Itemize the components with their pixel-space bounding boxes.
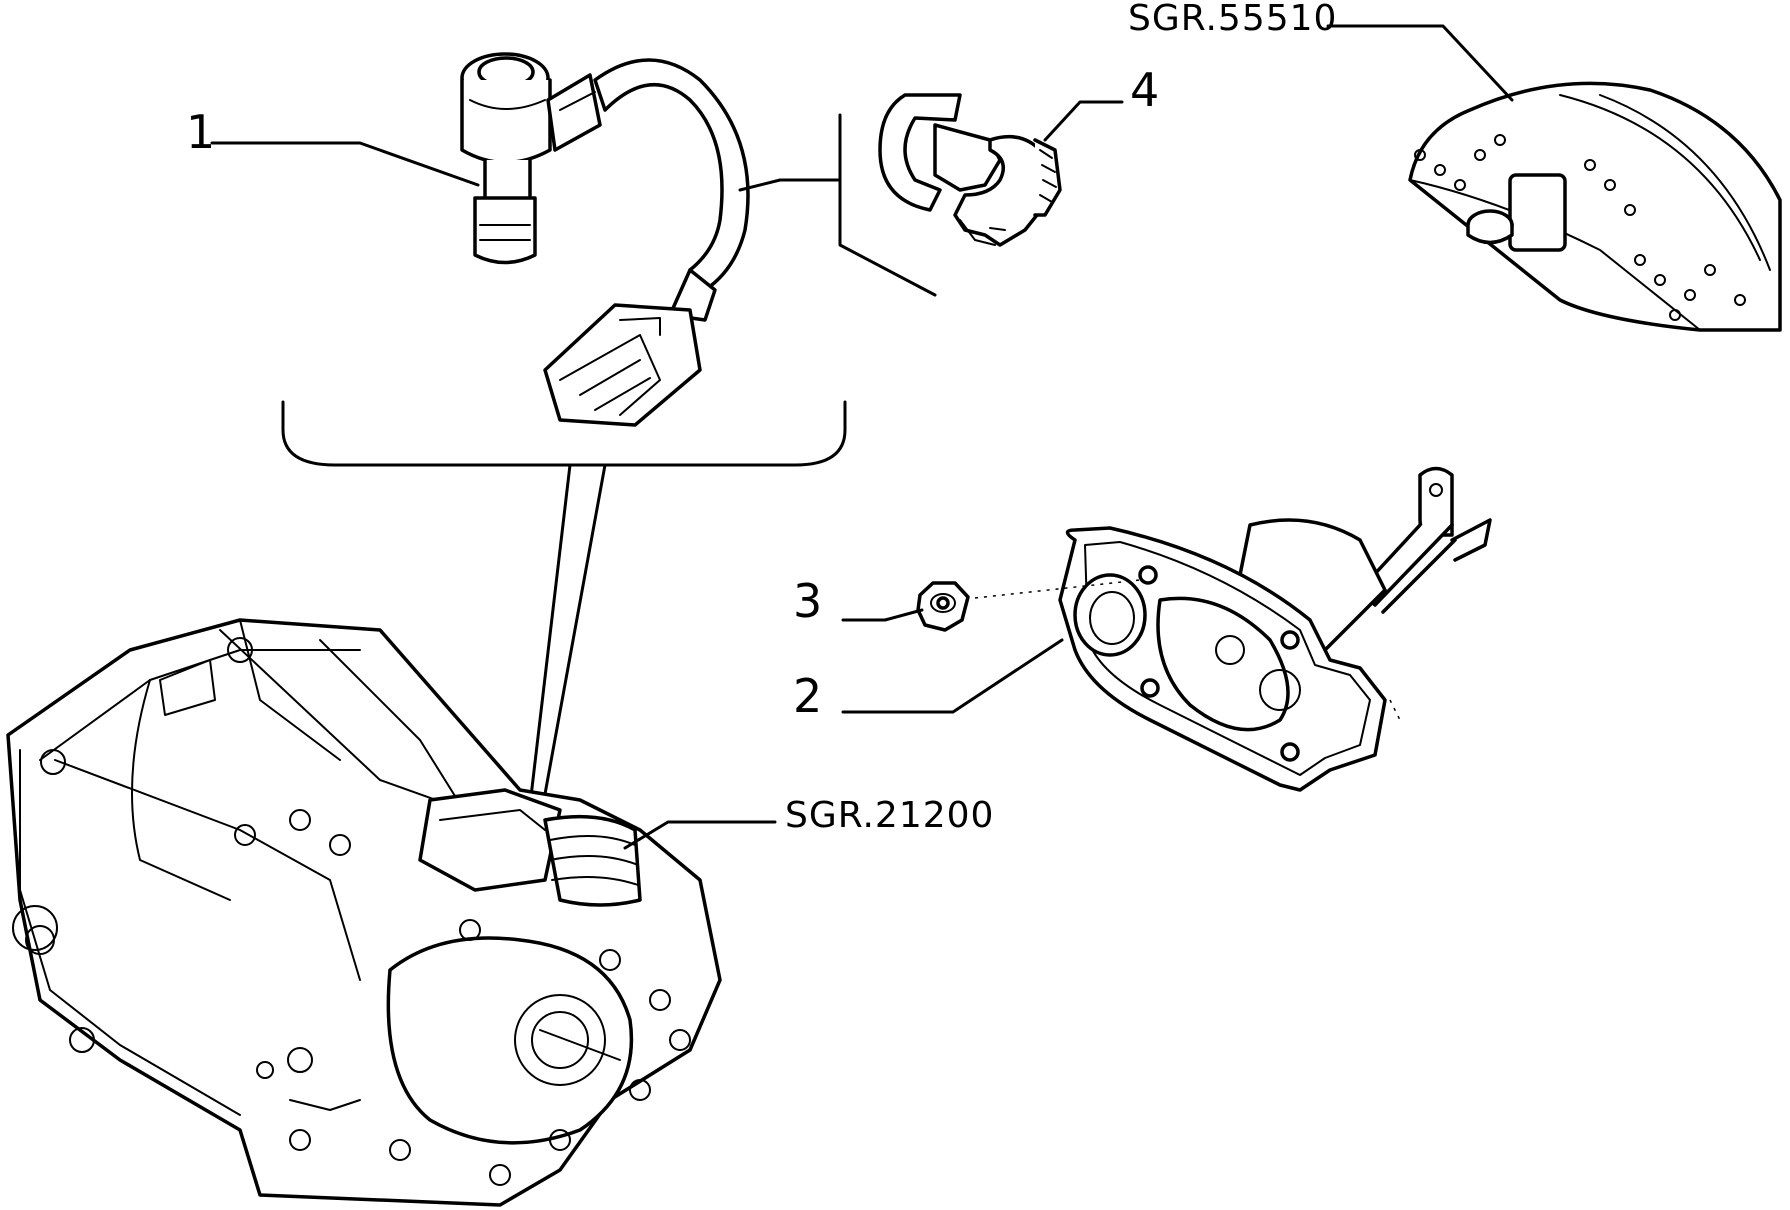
- clamp-part-4[interactable]: [878, 93, 1062, 247]
- ref-gearbox-leader: [623, 820, 777, 850]
- gearbox-reference: [6, 618, 722, 1207]
- group-bracket: [778, 113, 937, 297]
- ref-gearbox-label: SGR.21200: [785, 795, 994, 836]
- group-bracket-cable: [738, 178, 782, 192]
- detail-pointer: [528, 463, 607, 807]
- speed-sensor-part-1[interactable]: [460, 52, 750, 427]
- sender-plate-part-2[interactable]: [974, 466, 1492, 792]
- callout-4-label: 4: [1130, 63, 1159, 117]
- callout-2-label: 2: [793, 669, 822, 723]
- ref-speedometer-label: SGR.55510: [1128, 0, 1337, 39]
- callout-2-leader: [841, 638, 1064, 714]
- detail-bracket: [281, 400, 847, 467]
- callout-4-leader: [1043, 100, 1124, 142]
- nut-part-3[interactable]: [916, 581, 970, 632]
- callout-3-label: 3: [793, 574, 822, 628]
- callout-1-leader: [210, 141, 480, 187]
- callout-1-label: 1: [186, 105, 215, 159]
- callout-3-leader: [841, 608, 924, 622]
- ref-speedometer-leader: [1326, 24, 1514, 102]
- speedometer-cluster-reference: [1408, 81, 1782, 332]
